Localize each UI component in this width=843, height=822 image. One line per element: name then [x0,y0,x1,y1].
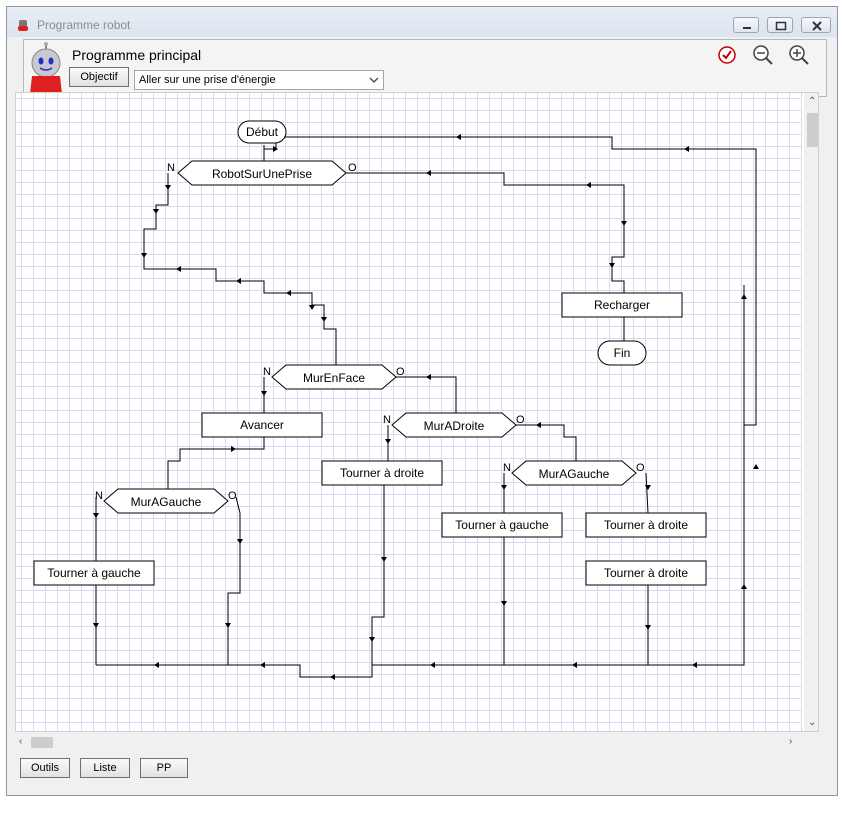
action-avancer-label: Avancer [240,418,284,432]
restore-icon [775,21,787,31]
minimize-button[interactable] [733,17,759,33]
action-tourner-droite-3-label: Tourner à droite [604,566,688,580]
condition-robot-sur-prise-label: RobotSurUnePrise [212,167,312,181]
condition-mur-en-face-label: MurEnFace [303,371,365,385]
vertical-scroll-thumb[interactable] [807,113,818,147]
vertical-scrollbar[interactable]: ⌃ ⌄ [804,93,818,731]
zoom-in-icon[interactable] [788,44,810,66]
end-label: Fin [614,346,631,360]
branch-no-label: N [95,490,103,502]
flowchart: Début RobotSurUnePrise N O Recharger Fin… [33,120,759,680]
program-canvas[interactable]: Début RobotSurUnePrise N O Recharger Fin… [15,92,819,732]
scroll-right-icon[interactable]: › [789,736,793,747]
condition-mur-en-face[interactable] [271,364,397,390]
close-button[interactable] [801,17,831,33]
action-tourner-gauche-2[interactable] [441,512,563,538]
action-tourner-droite-1-label: Tourner à droite [340,466,424,480]
scroll-down-icon[interactable]: ⌄ [808,717,817,728]
condition-robot-sur-prise[interactable] [177,160,347,186]
action-tourner-gauche-1[interactable] [33,560,155,586]
action-tourner-gauche-2-label: Tourner à gauche [455,518,549,532]
validate-check-icon[interactable] [716,44,738,66]
branch-yes-label: O [636,462,645,474]
action-tourner-droite-1[interactable] [321,460,443,486]
branch-no-label: N [263,366,271,378]
action-tourner-droite-2-label: Tourner à droite [604,518,688,532]
condition-mur-a-gauche-right-label: MurAGauche [539,467,610,481]
objective-select-value: Aller sur une prise d'énergie [139,74,276,86]
robot-mascot-icon [30,42,62,97]
start-node[interactable] [237,120,287,144]
title-bar: Programme robot [7,7,837,37]
close-icon [812,21,822,31]
objective-select[interactable]: Aller sur une prise d'énergie [134,70,384,90]
chevron-down-icon [369,77,379,83]
zoom-out-icon[interactable] [752,44,774,66]
maximize-button[interactable] [767,17,793,33]
action-tourner-droite-2[interactable] [585,512,707,538]
condition-mur-a-gauche-right[interactable] [511,460,637,486]
action-avancer[interactable] [201,412,323,438]
minimize-icon [743,27,751,29]
condition-mur-a-droite-label: MurADroite [424,419,485,433]
horizontal-scroll-thumb[interactable] [31,737,53,748]
action-recharger[interactable] [561,292,683,318]
branch-yes-label: O [228,490,237,502]
list-button[interactable]: Liste [80,758,130,778]
branch-no-label: N [383,414,391,426]
condition-mur-a-gauche-left[interactable] [103,488,229,514]
tools-button[interactable]: Outils [20,758,70,778]
objective-button[interactable]: Objectif [69,67,129,87]
action-recharger-label: Recharger [594,298,650,312]
program-title: Programme principal [72,47,202,63]
scroll-left-icon[interactable]: ‹ [19,736,23,747]
branch-no-label: N [167,162,175,174]
scroll-up-icon[interactable]: ⌃ [808,96,817,107]
window-title: Programme robot [37,18,131,32]
branch-yes-label: O [348,162,357,174]
action-tourner-droite-3[interactable] [585,560,707,586]
robot-app-icon [18,20,28,31]
horizontal-scrollbar[interactable]: ‹ › [15,734,801,751]
pp-button[interactable]: PP [140,758,188,778]
program-header: Programme principal Objectif Aller sur u… [23,39,827,97]
grid-background [16,93,802,731]
action-tourner-gauche-1-label: Tourner à gauche [47,566,141,580]
end-node[interactable] [597,340,647,366]
start-label: Début [246,125,279,139]
condition-mur-a-droite[interactable] [391,412,517,438]
branch-yes-label: O [396,366,405,378]
branch-no-label: N [503,462,511,474]
condition-mur-a-gauche-left-label: MurAGauche [131,495,202,509]
branch-yes-label: O [516,414,525,426]
